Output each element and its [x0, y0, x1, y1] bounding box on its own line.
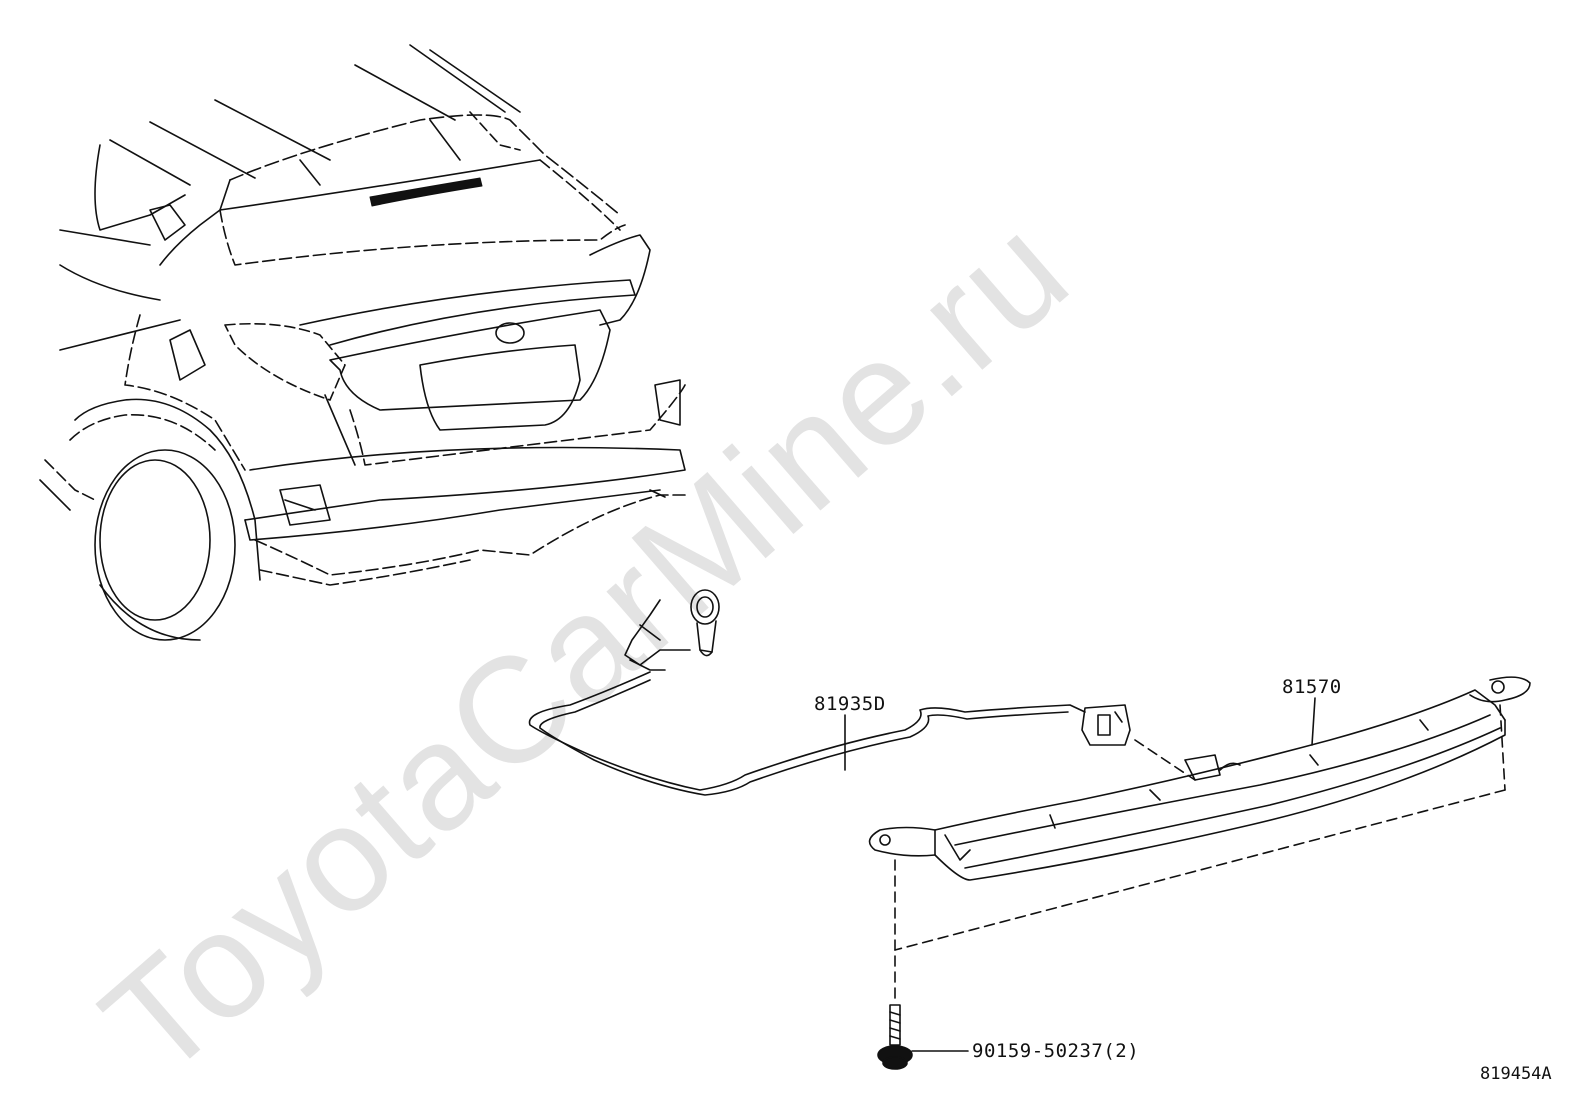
vehicle-illustration: [39, 44, 691, 641]
wire-81935d-illustration: [528, 589, 1131, 796]
stop-lamp-81570-illustration: [868, 676, 1531, 881]
part-label-90159-50237: 90159-50237(2): [972, 1040, 1140, 1062]
figure-id: 819454A: [1480, 1064, 1552, 1084]
connector-leader: [1134, 739, 1196, 781]
part-label-81570: 81570: [1282, 676, 1342, 698]
leader-81570: [1311, 697, 1316, 746]
mount-leader-bottom: [894, 789, 1506, 951]
screw-90159-illustration: [877, 1004, 913, 1070]
part-label-81935d: 81935D: [814, 693, 886, 715]
mount-leader-right: [1499, 704, 1506, 791]
